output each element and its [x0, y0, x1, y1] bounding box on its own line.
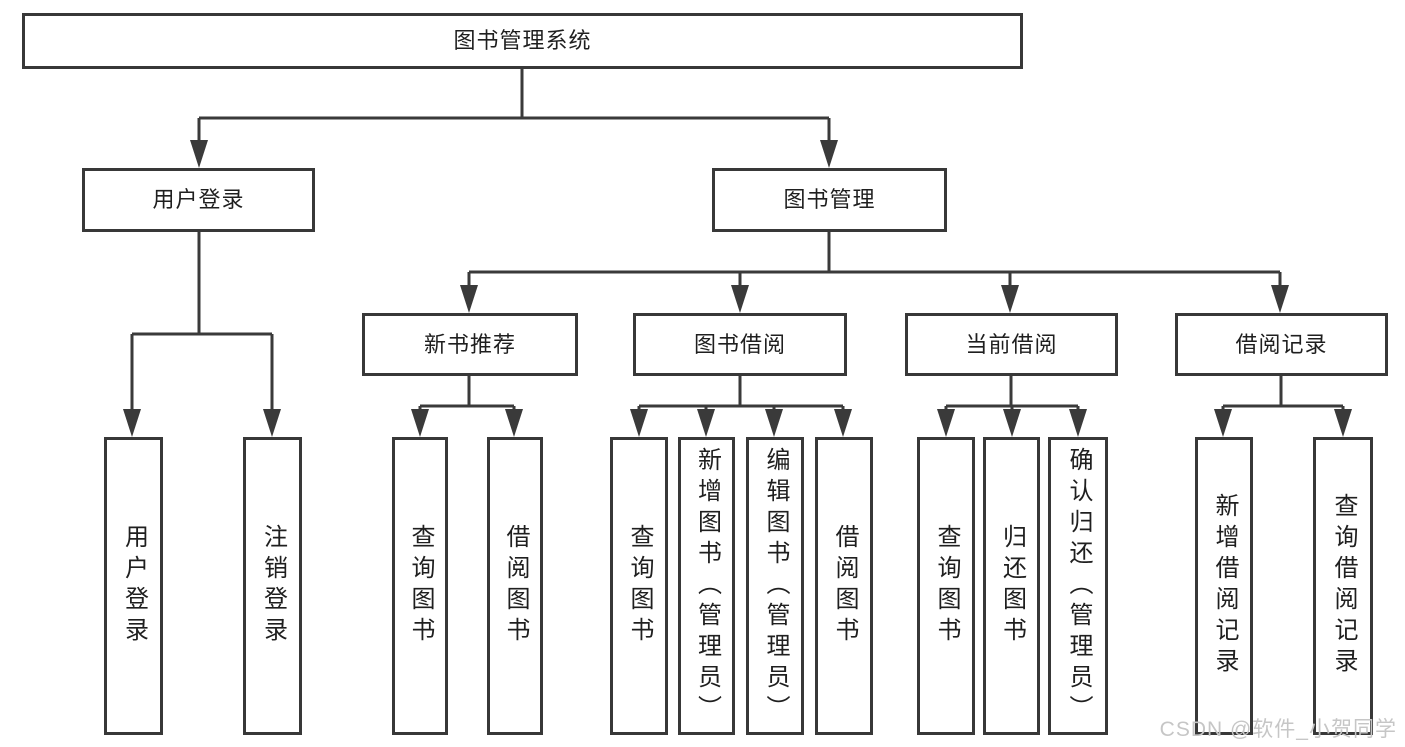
node-borrowing-records: 借阅记录 — [1175, 313, 1388, 376]
node-label: 注销登录 — [259, 524, 287, 648]
node-label: 归还图书 — [998, 524, 1026, 648]
node-new-book-recommend: 新书推荐 — [362, 313, 578, 376]
node-label: 确认归还（管理员） — [1065, 446, 1092, 726]
csdn-watermark: CSDN @软件_小贺同学 — [1159, 718, 1397, 741]
leaf-confirm-return-admin: 确认归还（管理员） — [1048, 437, 1108, 735]
node-label: 图书管理系统 — [453, 28, 592, 53]
connector-records-to-leaves — [1214, 376, 1352, 437]
node-label: 借阅图书 — [831, 524, 858, 648]
node-label: 图书管理 — [783, 187, 876, 212]
node-user-login: 用户登录 — [82, 168, 315, 232]
node-label: 编辑图书（管理员） — [762, 446, 789, 726]
node-label: 查询图书 — [626, 524, 653, 648]
node-label: 用户登录 — [120, 524, 148, 648]
leaf-query-borrow-record: 查询借阅记录 — [1313, 437, 1373, 735]
leaf-logout: 注销登录 — [243, 437, 302, 735]
leaf-user-login: 用户登录 — [104, 437, 163, 735]
connector-login-to-leaves — [123, 232, 281, 437]
node-label: 查询图书 — [933, 524, 960, 648]
node-system-root: 图书管理系统 — [22, 13, 1023, 69]
node-label: 查询图书 — [407, 524, 434, 648]
leaf-query-books-newbook: 查询图书 — [392, 437, 448, 735]
leaf-query-books-borrow: 查询图书 — [610, 437, 668, 735]
leaf-return-books: 归还图书 — [983, 437, 1040, 735]
node-label: 借阅图书 — [502, 524, 529, 648]
node-label: 新书推荐 — [423, 331, 516, 357]
node-label: 图书借阅 — [693, 331, 786, 357]
node-book-management: 图书管理 — [712, 168, 947, 232]
node-label: 查询借阅记录 — [1330, 493, 1357, 679]
node-label: 当前借阅 — [965, 331, 1058, 357]
node-book-borrowing: 图书借阅 — [633, 313, 847, 376]
leaf-query-books-current: 查询图书 — [917, 437, 975, 735]
leaf-borrow-books: 借阅图书 — [815, 437, 873, 735]
connector-management-to-level3 — [460, 232, 1289, 313]
leaf-borrow-books-newbook: 借阅图书 — [487, 437, 543, 735]
leaf-edit-books-admin: 编辑图书（管理员） — [746, 437, 804, 735]
node-label: 新增图书（管理员） — [693, 446, 721, 726]
node-label: 借阅记录 — [1235, 331, 1328, 357]
connector-newbook-to-leaves — [411, 376, 523, 437]
connector-current-to-leaves — [937, 376, 1087, 437]
connector-borrow-to-leaves — [630, 376, 852, 437]
node-current-borrowing: 当前借阅 — [905, 313, 1118, 376]
node-label: 新增借阅记录 — [1211, 493, 1238, 679]
leaf-add-books-admin: 新增图书（管理员） — [678, 437, 735, 735]
node-label: 用户登录 — [152, 187, 245, 212]
connector-root-to-level2 — [190, 69, 838, 168]
leaf-add-borrow-record: 新增借阅记录 — [1195, 437, 1253, 735]
